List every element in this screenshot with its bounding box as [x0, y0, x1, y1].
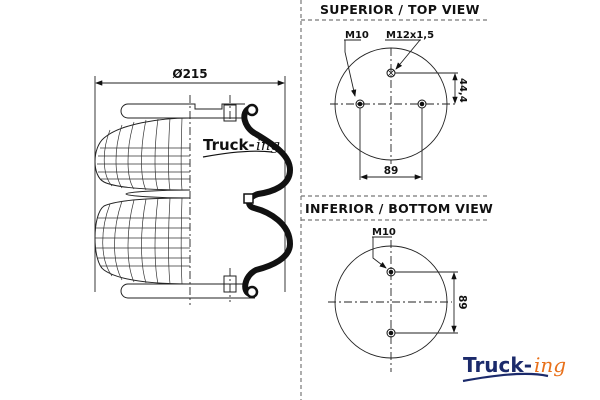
girdle-section	[243, 193, 254, 204]
bottom-m10-label: M10	[372, 227, 396, 238]
top-spacing-label: 89	[384, 165, 399, 177]
logo-swoosh	[462, 372, 549, 383]
top-plate-right	[190, 103, 245, 119]
diameter-label: Ø215	[172, 67, 207, 81]
panel-separators	[300, 0, 490, 400]
logo-suffix-text: ing	[534, 353, 566, 377]
side-view: Ø215 Truck-	[94, 67, 293, 305]
top-bead-ring	[245, 103, 259, 117]
bottom-bead-ring	[245, 285, 259, 299]
bottom-bolt-lower	[386, 328, 396, 338]
bottom-plate-left	[120, 283, 190, 299]
top-m10-label: M10	[345, 30, 369, 41]
offset-label: 44,4	[457, 78, 468, 103]
lower-convolution-ribs	[95, 197, 190, 285]
bottom-m10-leader	[372, 236, 392, 268]
upper-convolution-ribs	[97, 117, 190, 191]
watermark-suffix: ing	[256, 136, 280, 154]
top-plate-left	[120, 103, 190, 119]
bottom-view-title: INFERIOR / BOTTOM VIEW	[305, 201, 493, 216]
top-m12-label: M12x1,5	[386, 30, 434, 41]
top-bolt-right	[417, 99, 427, 109]
top-bolt-stud	[223, 104, 237, 122]
brand-logo: Truck- ing	[462, 353, 566, 383]
bottom-spacing-label: 89	[456, 295, 468, 310]
m10-leader	[344, 39, 361, 96]
side-view-watermark: Truck- ing	[202, 136, 280, 158]
bottom-bolt-stud	[223, 275, 237, 293]
top-view: SUPERIOR / TOP VIEW M10 M12x1,5 44,4	[320, 2, 480, 180]
girdle-ring	[125, 189, 191, 199]
bottom-view: INFERIOR / BOTTOM VIEW M10 89	[305, 201, 493, 372]
top-view-title: SUPERIOR / TOP VIEW	[320, 2, 480, 17]
m12-leader	[385, 39, 421, 69]
upper-convolution-outline	[94, 117, 191, 191]
watermark-main: Truck-	[203, 136, 255, 154]
